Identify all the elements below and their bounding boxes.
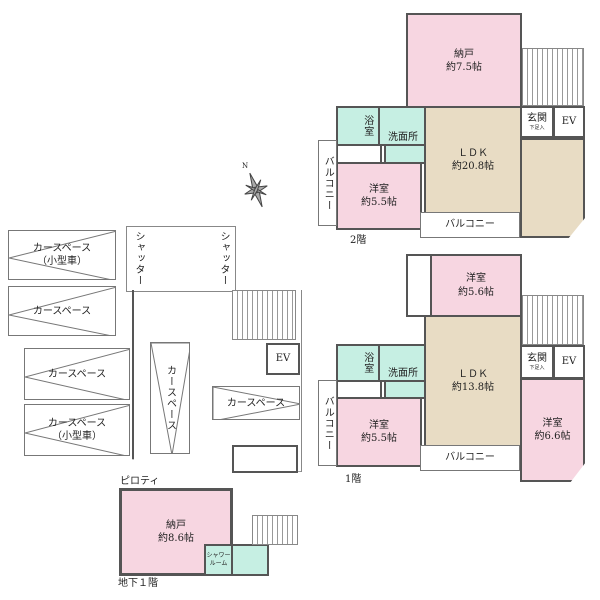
stairs-2f — [522, 48, 584, 106]
car-space-small-4: カースペース （小型車） — [24, 404, 130, 456]
small-car-label: （小型車） — [37, 256, 87, 267]
balcony-label: バルコニー — [322, 395, 334, 451]
balcony-bottom-1f: バルコニー — [420, 445, 520, 471]
balcony-left-1f: バルコニー — [318, 380, 337, 466]
floor-label-b1: 地下１階 — [118, 578, 158, 589]
car-space-3: カースペース — [24, 348, 130, 400]
room-western-2f: 洋室約5.5帖 — [336, 162, 422, 230]
shower-room-b1: シャワールーム — [204, 544, 233, 576]
balcony-bottom-2f: バルコニー — [420, 212, 520, 238]
room-washroom-1f: 洗面所 — [378, 344, 428, 382]
ev-2f: EV — [553, 106, 585, 138]
stairs-ground — [232, 290, 296, 340]
room-name: 納戸 — [166, 519, 186, 531]
room-name: 洋室 — [466, 273, 486, 284]
room-name: 洋室 — [369, 183, 389, 195]
room-western-right-1f: 洋室約6.6帖 — [520, 378, 585, 482]
ev-label: EV — [561, 356, 577, 368]
room-name: ＬＤＫ — [458, 368, 488, 380]
car-space-label: カースペース — [226, 397, 286, 409]
room-size: 約13.8帖 — [451, 382, 495, 393]
room-size: 約5.5帖 — [361, 197, 397, 208]
room-name: 納戸 — [454, 48, 474, 60]
room-size: 約5.6帖 — [458, 286, 494, 298]
room-name: 洋室 — [542, 417, 563, 429]
toilet-b1 — [231, 544, 269, 576]
room-ldk-1f: ＬＤＫ 約13.8帖 — [424, 315, 522, 447]
room-name: 洋室 — [369, 419, 389, 431]
room-name: 玄関 — [527, 112, 547, 124]
floor-label-2f: 2階 — [350, 235, 367, 246]
shutter-right-label: シャッター — [218, 231, 229, 286]
room-name: 玄関 — [527, 352, 547, 364]
room-name: 洗面所 — [388, 367, 418, 379]
balcony-label: バルコニー — [445, 219, 495, 231]
room-washroom-2f: 洗面所 — [378, 106, 428, 146]
room-name: シャワールーム — [206, 551, 231, 567]
car-space-label: カースペース — [164, 365, 176, 431]
balcony-label: バルコニー — [445, 452, 495, 464]
car-space-6: カースペース — [212, 386, 300, 420]
room-storage-b1: 納戸約8.6帖 — [119, 488, 233, 576]
shutter-area: シャッター シャッター — [126, 226, 236, 292]
room-name: 洗面所 — [388, 131, 418, 143]
room-ldk-2f: ＬＤＫ 約20.8帖 — [424, 106, 522, 214]
entrance-1f: 玄関下足入 — [520, 345, 554, 379]
closet-1f-top — [406, 254, 432, 317]
room-western-top-1f: 洋室約5.6帖 — [430, 254, 522, 317]
compass-north-label: N — [242, 162, 249, 170]
room-size: 約7.5帖 — [446, 62, 482, 73]
shutter-left-label: シャッター — [133, 231, 144, 286]
small-car-label: （小型車） — [52, 431, 102, 442]
car-space-5: カースペース — [150, 342, 190, 454]
car-space-label: カースペース — [32, 305, 92, 317]
ev-label: EV — [561, 116, 577, 128]
room-size: 約8.6帖 — [158, 533, 194, 544]
room-storage-2f: 納戸約7.5帖 — [406, 13, 522, 109]
floor-label-ground: ピロティ — [120, 476, 160, 487]
entrance-2f: 玄関下足入 — [520, 106, 554, 138]
car-space-label: カースペース — [47, 418, 107, 429]
balcony-label: バルコニー — [322, 155, 334, 211]
ev-1f: EV — [553, 345, 585, 379]
shoe-box: 下足入 — [529, 365, 545, 372]
room-name: ＬＤＫ — [458, 147, 488, 159]
stairs-b1 — [252, 515, 298, 545]
floor-label-1f: 1階 — [345, 474, 362, 485]
closet-2f — [336, 144, 382, 164]
toilet-2f — [384, 144, 428, 164]
ground-stair-room — [232, 445, 298, 473]
room-name: 浴室 — [361, 115, 373, 137]
room-size: 約20.8帖 — [451, 161, 495, 172]
ev-label: EV — [275, 353, 291, 365]
shoe-box: 下足入 — [529, 125, 545, 132]
room-western-left-1f: 洋室約5.5帖 — [336, 397, 422, 467]
ev-ground: EV — [266, 343, 300, 375]
room-size: 約5.5帖 — [361, 433, 397, 444]
room-bath-2f: 浴室 — [336, 106, 380, 146]
room-name: 浴室 — [361, 352, 373, 374]
car-space-2: カースペース — [8, 286, 116, 336]
room-size: 約6.6帖 — [534, 431, 571, 442]
room-beige-2f — [520, 138, 585, 238]
compass-icon: N — [238, 162, 274, 210]
balcony-left-2f: バルコニー — [318, 140, 337, 226]
stairs-1f — [522, 295, 584, 345]
car-space-small-1: カースペース （小型車） — [8, 230, 116, 280]
car-space-label: カースペース — [47, 368, 107, 380]
car-space-label: カースペース — [32, 243, 92, 254]
room-bath-1f: 浴室 — [336, 344, 380, 382]
